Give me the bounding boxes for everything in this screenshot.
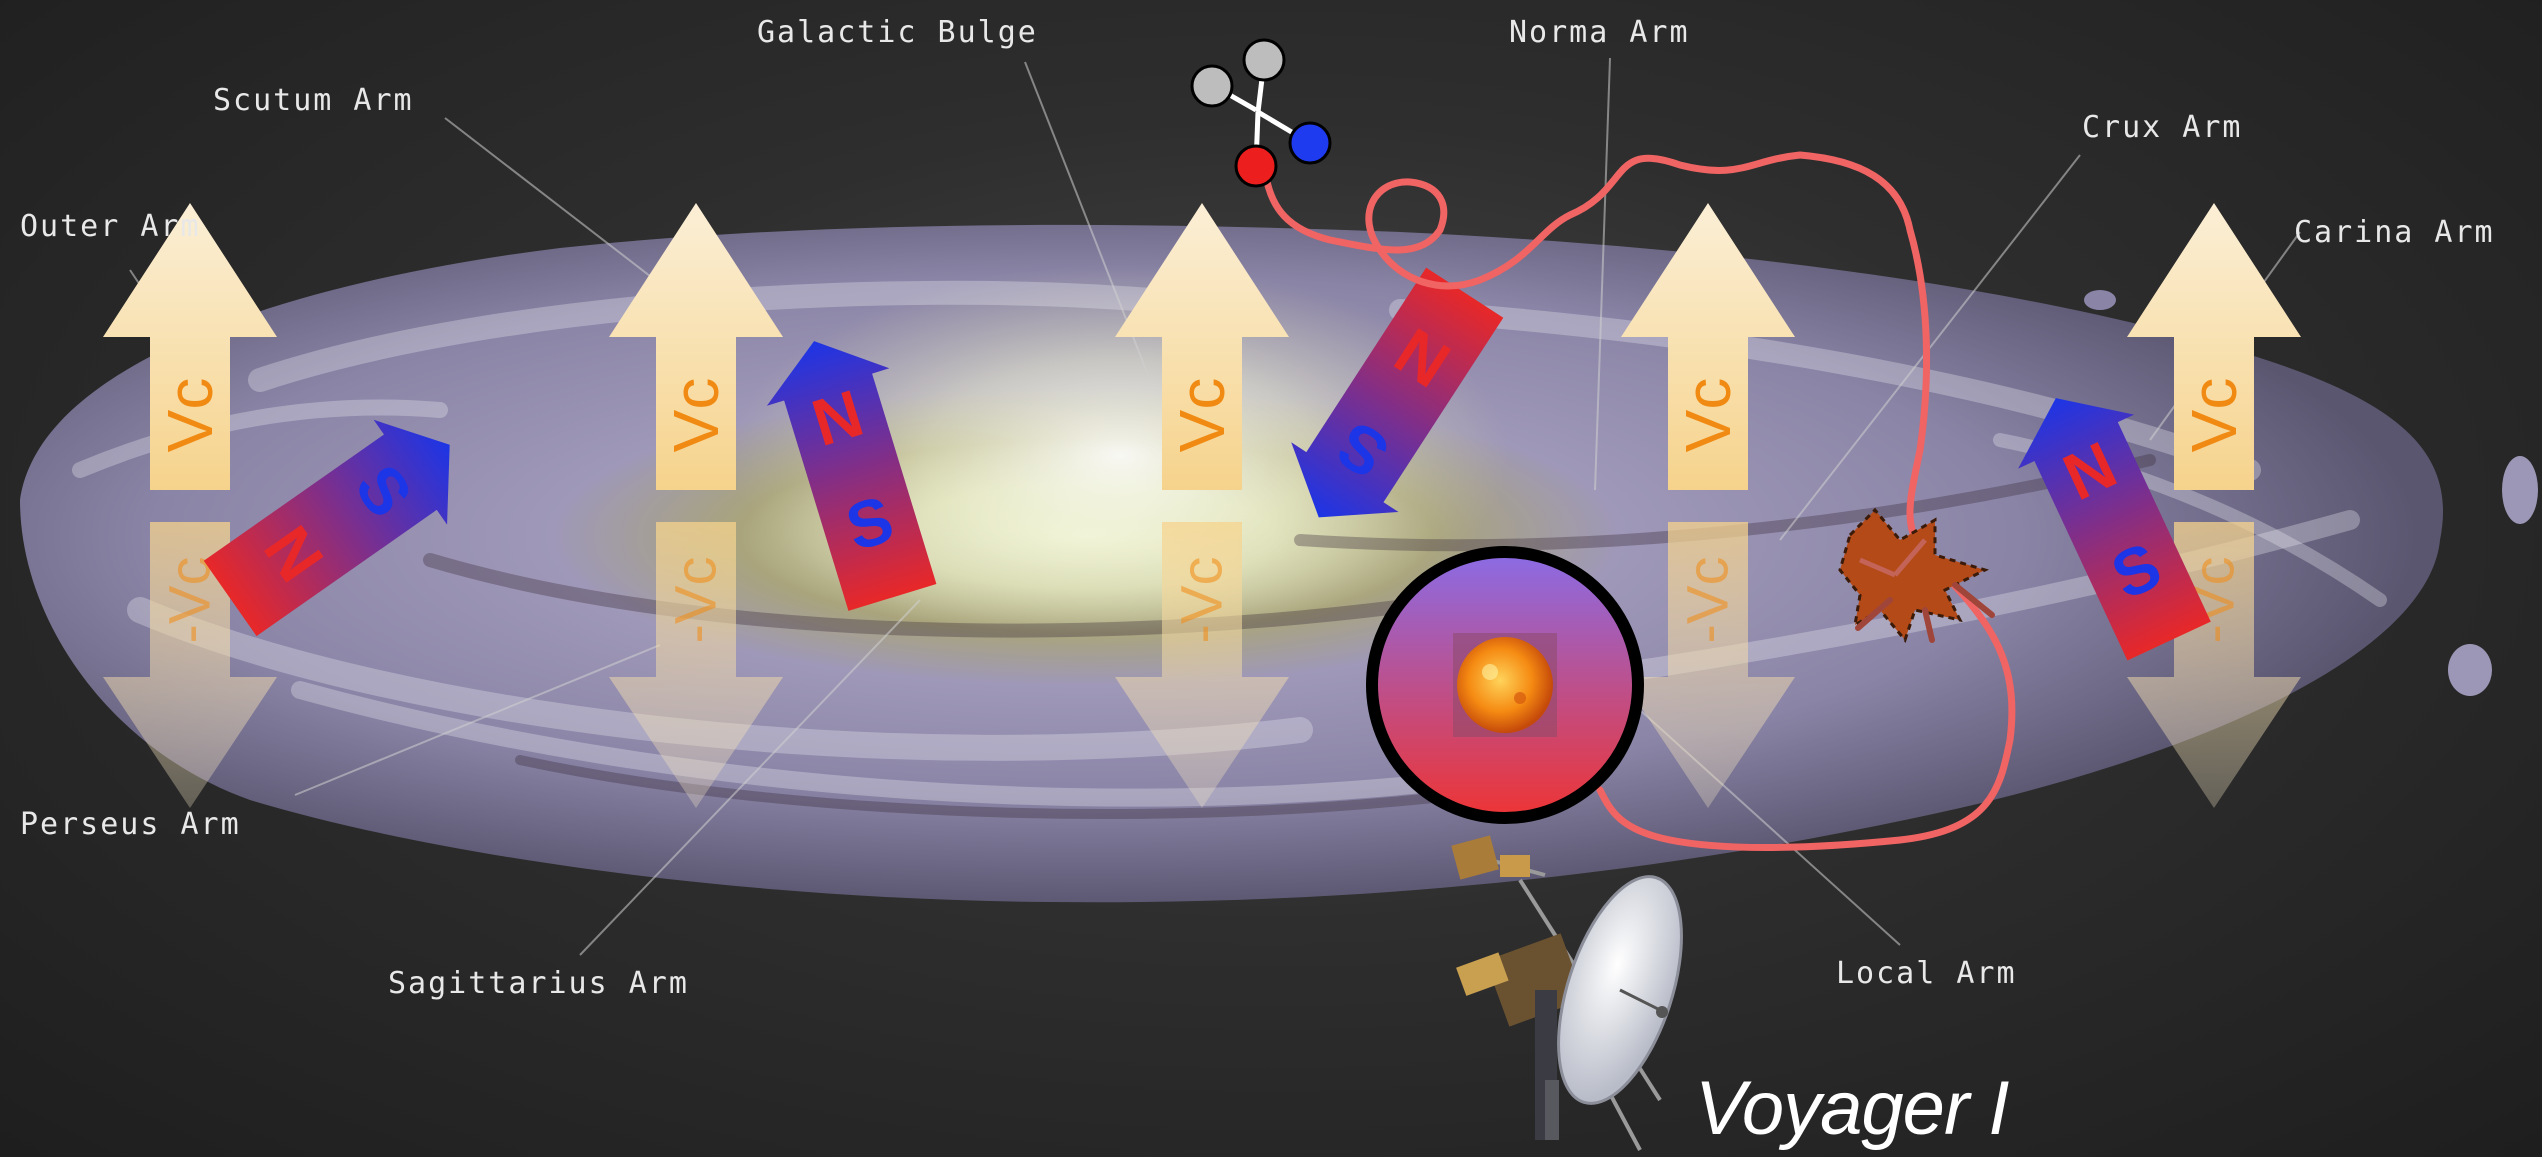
carina-arm-label: Carina Arm [2294, 215, 2495, 250]
minus-vc-label: -Vc [1676, 557, 1741, 644]
perseus-arm-label: Perseus Arm [20, 807, 241, 842]
minus-vc-label: -Vc [1170, 557, 1235, 644]
scutum-arm-label: Scutum Arm [213, 83, 414, 118]
sun-icon [1453, 633, 1557, 737]
galactic-bulge-label: Galactic Bulge [757, 15, 1038, 50]
magnetic-field-arrow: N S [766, 341, 937, 611]
vc-label: Vc [1672, 378, 1744, 453]
outer-arm-label: Outer Arm [20, 209, 201, 244]
minus-vc-label: -Vc [664, 557, 729, 644]
vc-label: Vc [1166, 378, 1238, 453]
voyager-label: Voyager I [1695, 1066, 2009, 1151]
vc-label: Vc [660, 378, 732, 453]
local-arm-label: Local Arm [1836, 956, 2017, 991]
vc-down-arrows [103, 522, 2301, 808]
magnetic-field-arrow: S N [203, 419, 450, 637]
voyager-spacecraft-icon [1451, 835, 1683, 1151]
crux-arm-label: Crux Arm [2082, 110, 2243, 145]
norma-arm-label: Norma Arm [1509, 15, 1690, 50]
magnetic-field-arrow: S N [1291, 267, 1504, 518]
particle-trajectory [1261, 151, 2016, 851]
sagittarius-arm-label: Sagittarius Arm [388, 966, 689, 1001]
explosion-icon [1838, 507, 1995, 644]
vc-label: Vc [2178, 378, 2250, 453]
vc-up-arrows [103, 203, 2301, 490]
vc-label: Vc [154, 378, 226, 453]
magnetic-field-arrow: N S [2018, 398, 2211, 661]
molecule-icon [1190, 38, 1332, 188]
